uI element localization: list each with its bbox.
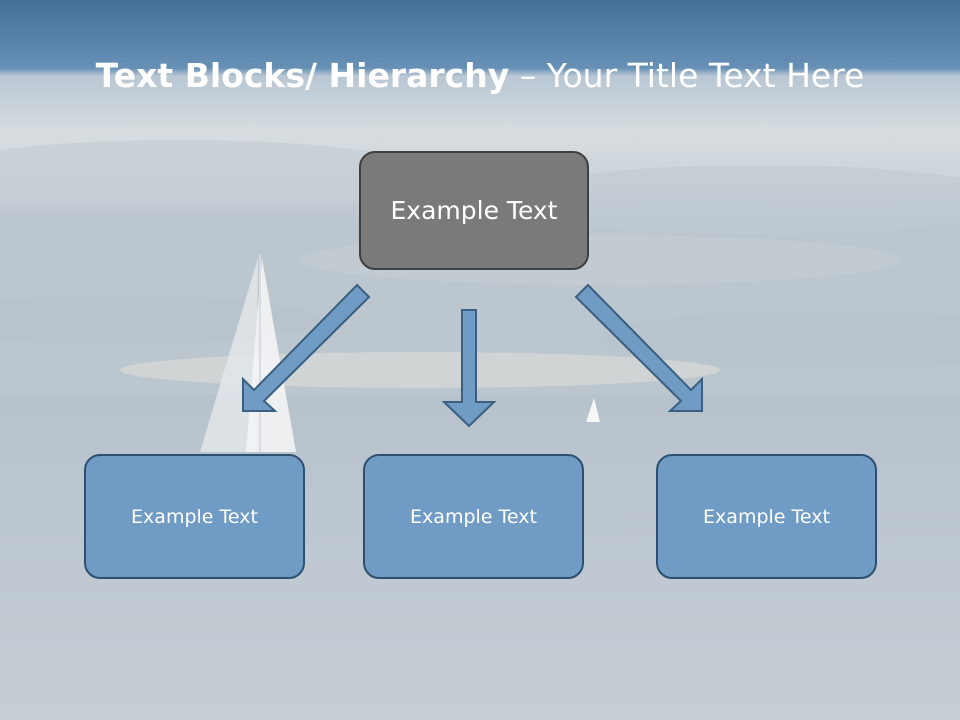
slide-title: Text Blocks/ Hierarchy – Your Title Text…	[0, 52, 960, 100]
title-bold-part: Text Blocks/ Hierarchy	[95, 56, 510, 95]
child-box-middle: Example Text	[363, 454, 584, 579]
child-box-right-label: Example Text	[703, 505, 830, 528]
arrow-middle	[441, 309, 497, 428]
child-box-right: Example Text	[656, 454, 877, 579]
child-box-left: Example Text	[84, 454, 305, 579]
top-box: Example Text	[359, 151, 589, 270]
arrow-left	[242, 283, 371, 412]
child-box-left-label: Example Text	[131, 505, 258, 528]
title-rest: – Your Title Text Here	[509, 56, 865, 95]
child-box-middle-label: Example Text	[410, 505, 537, 528]
top-box-label: Example Text	[390, 196, 558, 225]
arrow-right	[574, 283, 703, 412]
